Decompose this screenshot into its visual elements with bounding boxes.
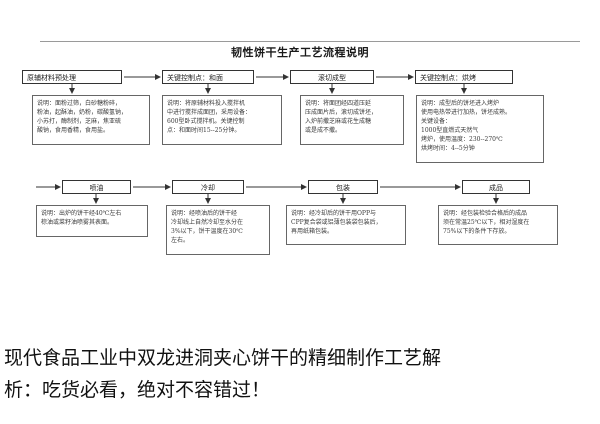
step-packaging: 包装 xyxy=(308,180,378,194)
desc-line: 中进行搅拌成面团，采用设备： xyxy=(167,109,252,116)
desc-line: 75%以下的条件下存放。 xyxy=(443,228,511,235)
desc-line: 600型卧式搅拌机。关键控制 xyxy=(167,118,245,125)
desc-line: 或是成不撒。 xyxy=(305,127,342,134)
desc-line: 说明：经包装检验合格后的成品 xyxy=(443,210,528,217)
desc-line: 说明：成型后的饼坯进入烤炉 xyxy=(421,100,500,107)
desc-finished-product: 说明：经包装检验合格后的成品 须在常温25℃以下，相对湿度在 75%以下的条件下… xyxy=(438,205,558,245)
step-finished-product: 成品 xyxy=(462,180,530,194)
desc-line: 说明：将原辅材料投入搅拌机 xyxy=(167,100,246,107)
caption-line-2: 析：吃货必看，绝对不容错过！ xyxy=(4,379,271,401)
flow-connectors xyxy=(36,74,499,204)
process-flowchart-figure: 韧性饼干生产工艺流程说明 原辅材料预处理 关键控制点：和面 滚切成型 关键控制点… xyxy=(22,41,580,255)
article-caption: 现代食品工业中双龙进洞夹心饼干的精细制作工艺解 析：吃货必看，绝对不容错过！ xyxy=(4,342,598,406)
desc-line: 1000型直燃式天然气 xyxy=(421,127,479,134)
desc-line: 说明：经喷油后的饼干经 xyxy=(171,210,238,217)
desc-line: 点：和面时间15--25分钟。 xyxy=(167,127,241,134)
desc-line: 说明：面粉过筛，白砂糖粉碎， xyxy=(37,100,122,107)
step-roll-cut-forming: 滚切成型 xyxy=(290,70,374,84)
desc-line: 须在常温25℃以下，相对湿度在 xyxy=(443,219,530,226)
desc-line: 粉油，起酥油，奶粉，碳酸氢钠， xyxy=(37,109,128,116)
desc-baking: 说明：成型后的饼坯进入烤炉 使用电热带进行加热，饼坯成熟。 关键设备： 1000… xyxy=(416,95,544,163)
step-cooling: 冷却 xyxy=(172,180,244,194)
desc-line: 冷却线上自然冷却至水分在 xyxy=(171,219,244,226)
desc-line: 3%以下，饼干温度在30℃ xyxy=(171,228,243,235)
desc-line: 入炉前撒芝麻或花生成糖 xyxy=(305,118,372,125)
desc-line: 左右。 xyxy=(171,237,190,244)
step-baking: 关键控制点：烘烤 xyxy=(415,70,513,84)
desc-line: 小苏打，酶制剂，芝麻，焦亚硫 xyxy=(37,118,122,125)
desc-line: CPP复合袋或铝薄包装袋包装后， xyxy=(291,219,382,226)
desc-line: 压成面片后，滚切成饼坯， xyxy=(305,109,378,116)
desc-line: 说明：将面团经四道压延 xyxy=(305,100,372,107)
desc-line: 关键设备： xyxy=(421,118,452,125)
desc-line: 再用纸箱包装。 xyxy=(291,228,334,235)
caption-line-1: 现代食品工业中双龙进洞夹心饼干的精细制作工艺解 xyxy=(4,347,442,369)
step-oil-spraying: 喷油 xyxy=(62,180,131,194)
desc-line: 说明：经冷却后的饼干用OPP与 xyxy=(291,210,376,217)
desc-dough-mixing: 说明：将原辅材料投入搅拌机 中进行搅拌成面团，采用设备： 600型卧式搅拌机。关… xyxy=(162,95,282,145)
diagram-title: 韧性饼干生产工艺流程说明 xyxy=(231,46,369,59)
desc-line: 烤炉，使用温度：230--270℃ xyxy=(421,136,503,143)
desc-line: 酸钠，食用香精，食用盐。 xyxy=(37,127,110,134)
step-raw-material-pretreatment: 原辅材料预处理 xyxy=(22,70,122,84)
top-rule-line xyxy=(40,41,580,42)
desc-line: 说明：出炉的饼干经40℃左右 xyxy=(41,210,122,217)
desc-raw-material-pretreatment: 说明：面粉过筛，白砂糖粉碎， 粉油，起酥油，奶粉，碳酸氢钠， 小苏打，酶制剂，芝… xyxy=(32,95,150,145)
desc-oil-spraying: 说明：出炉的饼干经40℃左右 棕油或菜籽油喷雾其表面。 xyxy=(36,205,148,237)
desc-line: 使用电热带进行加热，饼坯成熟。 xyxy=(421,109,512,116)
desc-cooling: 说明：经喷油后的饼干经 冷却线上自然冷却至水分在 3%以下，饼干温度在30℃ 左… xyxy=(166,205,270,255)
desc-packaging: 说明：经冷却后的饼干用OPP与 CPP复合袋或铝薄包装袋包装后， 再用纸箱包装。 xyxy=(286,205,406,245)
desc-line: 棕油或菜籽油喷雾其表面。 xyxy=(41,219,114,226)
step-dough-mixing: 关键控制点：和面 xyxy=(162,70,254,84)
desc-roll-cut-forming: 说明：将面团经四道压延 压成面片后，滚切成饼坯， 入炉前撒芝麻或花生成糖 或是成… xyxy=(300,95,404,145)
desc-line: 烘烤时间：4--5分钟 xyxy=(421,145,475,152)
